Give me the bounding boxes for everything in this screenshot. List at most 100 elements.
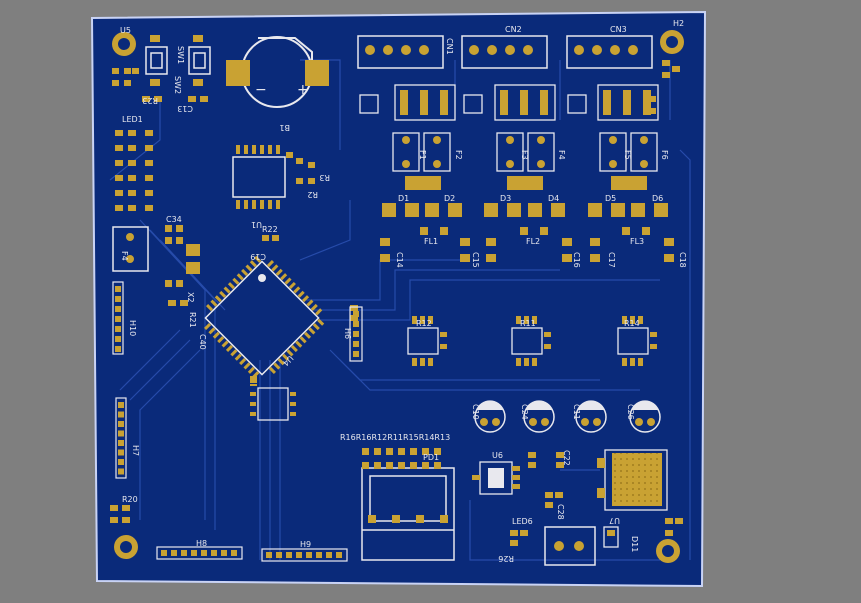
header-pin (191, 550, 197, 556)
qfp-pin (284, 277, 292, 285)
qfp-pin (304, 331, 312, 339)
label-f3: F3 (520, 150, 529, 160)
header-pin (115, 296, 121, 302)
header-pin (118, 402, 124, 408)
svg-text:−: − (255, 82, 267, 98)
label-r2: R2 (307, 190, 318, 199)
pin-header-h9 (261, 548, 348, 562)
label-c16: C16 (572, 252, 581, 268)
qfp-pin (280, 273, 288, 281)
label-u6: U6 (492, 451, 503, 460)
module-pd1 (361, 467, 455, 561)
connector-cn3 (566, 35, 653, 69)
label-c17: C17 (607, 252, 616, 268)
label-d4: D4 (548, 194, 559, 203)
header-pin (316, 552, 322, 558)
label-r-row: R16R16R12R11R15R14R13 (340, 433, 450, 442)
pin-header-h6 (349, 306, 363, 362)
qfp-pin (245, 264, 253, 272)
qfp-pin (271, 264, 279, 272)
label-f1: F1 (418, 150, 427, 160)
label-h10: H10 (128, 320, 137, 336)
svg-text:+: + (297, 82, 309, 98)
label-d11: D11 (630, 536, 639, 552)
qfp-pin (277, 358, 285, 366)
terminal-blocks (359, 84, 659, 121)
qfp-pin (221, 340, 229, 348)
header-pins (115, 286, 359, 558)
traces (109, 59, 691, 561)
label-r14: R14 (624, 319, 640, 328)
electrolytic-capacitors (474, 400, 661, 433)
header-pin (118, 459, 124, 465)
header-pin (201, 550, 207, 556)
qfp-pin (317, 318, 325, 326)
label-cn2: CN2 (505, 25, 522, 34)
pin-header-h7 (115, 397, 127, 479)
qfp-pin (268, 366, 277, 375)
label-c28: C28 (556, 504, 565, 520)
header-pin (353, 331, 359, 337)
label-c19: C19 (250, 252, 266, 261)
label-fl1: FL1 (424, 237, 438, 246)
header-pin (296, 552, 302, 558)
header-pin (231, 550, 237, 556)
label-r23: R23 (142, 96, 158, 105)
header-pin (353, 311, 359, 317)
label-f5: F5 (623, 150, 632, 160)
header-pin (115, 346, 121, 352)
header-pin (115, 306, 121, 312)
label-u7: U7 (609, 516, 620, 525)
header-pin (181, 550, 187, 556)
qfp-pin (239, 358, 247, 366)
terminal-bottom (544, 526, 619, 566)
qfp-pin (223, 286, 231, 294)
label-d6: D6 (652, 194, 663, 203)
mcu-qfp (204, 255, 325, 379)
qfp-pin (308, 327, 316, 335)
mounting-holes (112, 30, 684, 563)
label-r3: R3 (319, 173, 330, 182)
label-r22: R22 (262, 225, 278, 234)
qfp-pin (225, 344, 234, 352)
label-c15: C15 (471, 252, 480, 268)
battery-holder-b1: + − (226, 36, 329, 108)
header-pin (171, 550, 177, 556)
label-c13: C13 (177, 104, 193, 113)
qfp-pin (302, 295, 310, 303)
label-c40: C40 (198, 334, 207, 350)
header-pin (118, 411, 124, 418)
pin-header-h8 (156, 546, 243, 560)
header-pin (276, 552, 282, 558)
header-pin (118, 430, 124, 437)
label-d5: D5 (605, 194, 616, 203)
small-ics (257, 327, 649, 421)
qfp-pin (282, 353, 290, 361)
header-pin (286, 552, 292, 558)
label-c34: C34 (166, 215, 182, 224)
label-pd1: PD1 (423, 453, 439, 462)
header-pin (161, 550, 167, 556)
label-cn1: CN1 (445, 38, 454, 55)
label-x2: X2 (186, 292, 195, 303)
label-c22: C22 (562, 450, 571, 466)
qfp-pin (275, 268, 283, 276)
label-sw1: SW1 (176, 46, 185, 64)
qfp-pin (293, 286, 301, 294)
label-sw2: SW2 (173, 76, 182, 94)
resistor-row (362, 448, 441, 469)
header-pin (353, 321, 359, 327)
label-u5: U5 (120, 26, 131, 35)
label-r26: R26 (498, 554, 514, 563)
label-h9: H9 (300, 540, 311, 549)
pin-header-h10 (112, 281, 124, 355)
qfp-pin (288, 281, 296, 290)
qfp-pin (286, 349, 294, 357)
label-c24: C24 (520, 404, 529, 420)
qfp-pin (299, 336, 307, 344)
label-f4-left: F4 (120, 251, 129, 261)
label-c26: C26 (626, 404, 635, 420)
label-b1: B1 (279, 123, 290, 132)
qfp-pin (205, 303, 214, 312)
